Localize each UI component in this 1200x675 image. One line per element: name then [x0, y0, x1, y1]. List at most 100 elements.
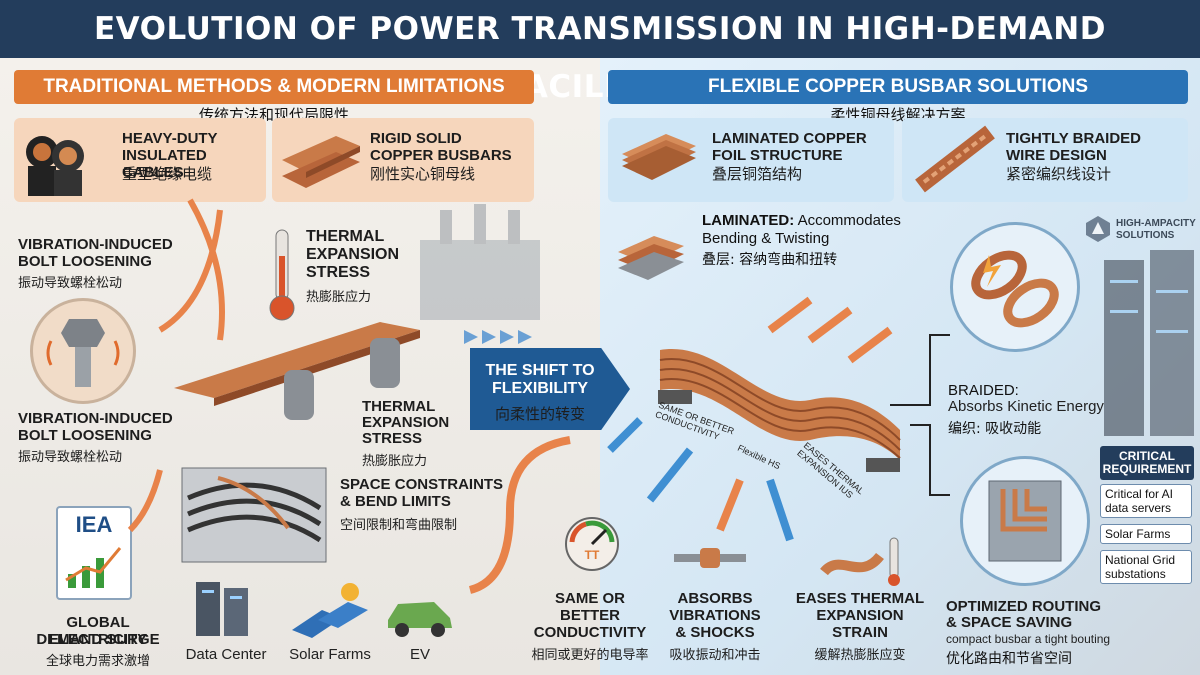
cables-icon: [20, 122, 90, 198]
shift-label-zh: 向柔性的转变: [494, 405, 585, 423]
benefit-1-zh: 相同或更好的电导率: [531, 648, 649, 663]
iea-report-icon: IEA: [56, 506, 132, 600]
routing-enclosure-icon: [960, 456, 1090, 586]
thermal-label-1-zh: 热膨胀应力: [306, 290, 372, 305]
ev-icon: [382, 588, 458, 638]
benefit-1-line2: BETTER: [560, 607, 620, 624]
braided-note-title: BRAIDED:: [948, 382, 1019, 399]
logo-text-2: SOLUTIONS: [1116, 230, 1175, 241]
iea-logo-text: IEA: [75, 512, 113, 537]
shift-chevrons: [464, 330, 564, 344]
routing-label-text: compact busbar a tight bouting: [946, 632, 1111, 646]
thermal-label-2c: STRESS: [362, 430, 423, 447]
thermometer-icon: [262, 226, 302, 326]
data-center-label: Data Center: [185, 646, 267, 663]
transformer-illustration: [410, 190, 550, 330]
cables-label-1: HEAVY-DUTY: [122, 130, 218, 147]
logo-text-1: HIGH-AMPACITY: [1116, 218, 1196, 229]
braided-label-2: WIRE DESIGN: [1006, 147, 1107, 164]
laminated-label-zh: 叠层铜箔结构: [712, 165, 803, 183]
laminated-note-line1: LAMINATED: Accommodates: [702, 212, 901, 229]
thermal-label-2a: THERMAL: [362, 398, 436, 415]
cables-card: HEAVY-DUTY INSULATED CABLES 重型绝缘电缆: [14, 118, 266, 202]
laminated-card: LAMINATED COPPER FOIL STRUCTURE 叠层铜箔结构: [608, 118, 894, 202]
benefit-2-line3: & SHOCKS: [675, 624, 755, 641]
thermal-label-1c: STRESS: [306, 264, 371, 281]
vibration-label-1b: BOLT LOOSENING: [18, 253, 152, 270]
busbars-card: RIGID SOLID COPPER BUSBARS 刚性实心铜母线: [272, 118, 534, 202]
vibration-label-2b: BOLT LOOSENING: [18, 427, 152, 444]
solar-farm-label: Solar Farms: [289, 646, 371, 663]
braided-wire-icon: [910, 124, 1000, 196]
benefit-2-line2: VIBRATIONS: [669, 607, 761, 624]
benefit-2-line1: ABSORBS: [677, 590, 753, 607]
right-flow-arrows: [607, 296, 950, 542]
rigid-busbar-icon: [276, 126, 366, 196]
benefit-3-line2: EXPANSION: [816, 607, 904, 624]
thermal-label-1b: EXPANSION: [306, 246, 400, 263]
server-rack-illustration: [1100, 250, 1196, 440]
demand-label-1: GLOBAL ELECTRICITY: [48, 614, 148, 648]
conductivity-gauge-icon: TT: [562, 512, 622, 572]
routing-label-1: OPTIMIZED ROUTING: [946, 598, 1101, 615]
critical-item-grid: National Grid substations: [1100, 550, 1192, 584]
shift-label-1: THE SHIFT TO: [485, 362, 595, 379]
page-title: EVOLUTION OF POWER TRANSMISSION IN HIGH-…: [0, 0, 1200, 105]
shift-label-2: FLEXIBILITY: [492, 380, 588, 397]
vibration-label-1-zh: 振动导致螺栓松动: [18, 276, 123, 291]
bolt-icon: [30, 298, 136, 404]
busbars-label-2: COPPER BUSBARS: [370, 147, 512, 164]
left-flow-arrows: [127, 198, 571, 594]
flexible-busbar-illustration: [650, 290, 910, 480]
vibration-damper-icon: [670, 540, 750, 576]
laminated-label-2: FOIL STRUCTURE: [712, 147, 843, 164]
high-ampacity-logo-icon: [1084, 214, 1112, 242]
laminated-label-1: LAMINATED COPPER: [712, 130, 867, 147]
braided-chain-icon: [950, 222, 1080, 352]
demand-label-zh: 全球电力需求激增: [45, 654, 150, 669]
laminated-stack-icon: [614, 222, 694, 292]
demand-label-2: DEMAND SURGE: [36, 631, 160, 648]
ev-label: EV: [409, 646, 430, 663]
cable-tray-illustration: [178, 458, 330, 568]
data-center-icon: [186, 578, 266, 640]
braided-note-text: Absorbs Kinetic Energy: [948, 398, 1104, 415]
left-section-header: TRADITIONAL METHODS & MODERN LIMITATIONS: [14, 70, 534, 104]
space-label-zh: 空间限制和弯曲限制: [340, 518, 458, 533]
braided-label-1: TIGHTLY BRAIDED: [1006, 130, 1142, 147]
cables-label-2: INSULATED CABLES: [122, 147, 207, 181]
vibration-label-2-zh: 振动导致螺栓松动: [18, 450, 123, 465]
benefit-3-line3: STRAIN: [832, 624, 888, 641]
braided-label-zh: 紧密编织线设计: [1006, 165, 1112, 183]
busbars-label-zh: 刚性实心铜母线: [370, 165, 476, 183]
cables-label-zh: 重型绝缘电缆: [122, 165, 213, 183]
laminated-note-zh: 叠层: 容纳弯曲和扭转: [702, 252, 838, 268]
laminated-foil-icon: [616, 124, 700, 196]
thermal-label-1a: THERMAL: [306, 228, 385, 245]
shift-arrow: [470, 348, 630, 430]
vibration-label-2a: VIBRATION-INDUCED: [18, 410, 173, 427]
busbars-label-1: RIGID SOLID: [370, 130, 462, 147]
benefit-3-line1: EASES THERMAL: [795, 590, 925, 607]
vibration-label-1a: VIBRATION-INDUCED: [18, 236, 173, 253]
benefit-3-zh: 缓解热膨胀应变: [814, 648, 906, 663]
critical-item-solar: Solar Farms: [1100, 524, 1192, 544]
thermal-label-2-zh: 热膨胀应力: [362, 454, 428, 469]
solar-farm-icon: [288, 580, 372, 640]
thermal-label-2b: EXPANSION: [362, 414, 450, 431]
gauge-text: TT: [584, 548, 600, 562]
benefit-2-zh: 吸收振动和冲击: [669, 648, 761, 663]
space-label-1: SPACE CONSTRAINTS: [340, 476, 504, 493]
laminated-note-line2: Bending & Twisting: [702, 230, 830, 247]
braided-note-zh: 编织: 吸收动能: [948, 421, 1042, 437]
critical-item-ai: Critical for AI data servers: [1100, 484, 1192, 518]
thermal-strain-icon: [820, 532, 910, 592]
braided-card: TIGHTLY BRAIDED WIRE DESIGN 紧密编织线设计: [902, 118, 1188, 202]
rigid-busbar-illustration: [170, 300, 470, 430]
routing-label-zh: 优化路由和节省空间: [946, 651, 1072, 667]
space-label-2: & BEND LIMITS: [340, 493, 451, 510]
benefit-1-line3: CONDUCTIVITY: [533, 624, 647, 641]
right-section-header: FLEXIBLE COPPER BUSBAR SOLUTIONS: [608, 70, 1188, 104]
routing-label-2: & SPACE SAVING: [946, 614, 1073, 631]
